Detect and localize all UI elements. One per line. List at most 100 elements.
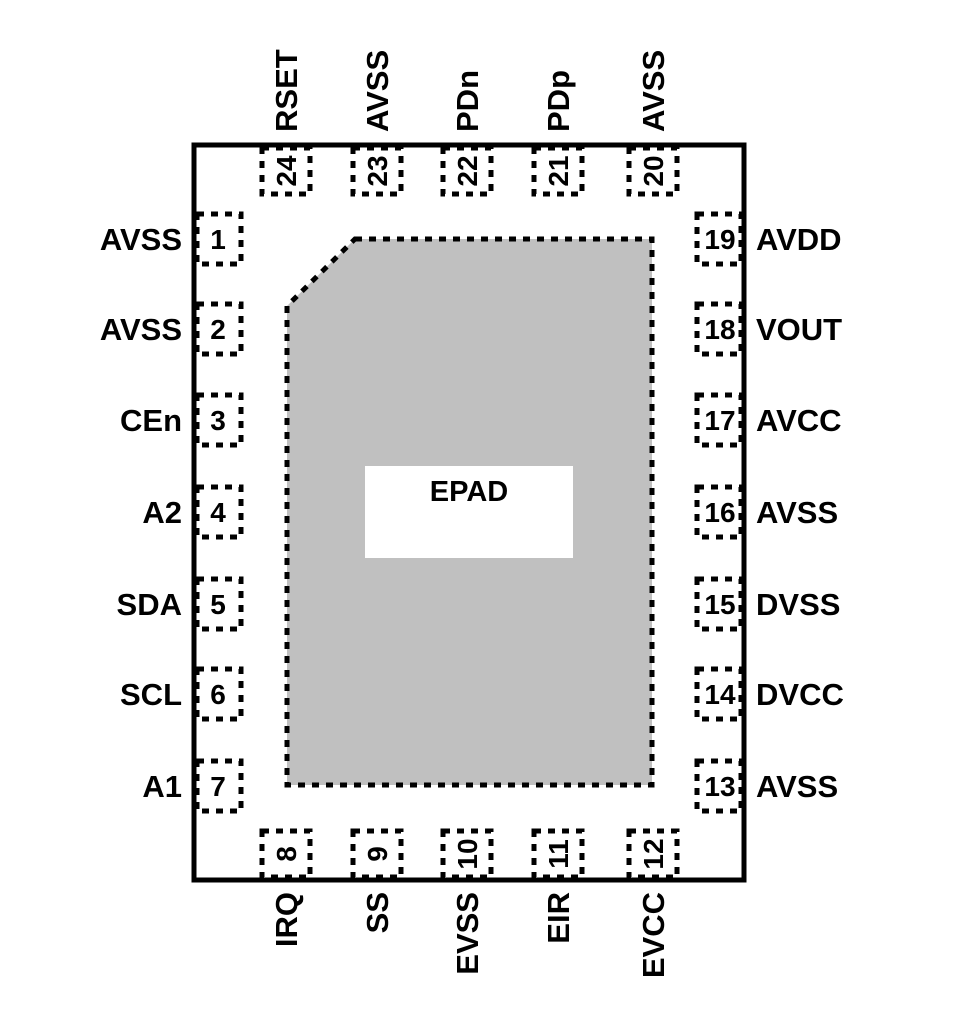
pin-24: 24 RSET <box>259 49 313 197</box>
pin-name: RSET <box>269 49 304 132</box>
pin-1: 1 AVSS <box>100 211 244 267</box>
pin-20: 20 AVSS <box>626 50 680 197</box>
pin-pad <box>694 576 744 632</box>
pin-pad <box>531 145 585 197</box>
pin-number: 1 <box>210 224 226 255</box>
pin-name: AVSS <box>360 50 395 132</box>
pin-pad <box>259 828 313 880</box>
pin-number: 17 <box>704 405 735 436</box>
pin-18: 18 VOUT <box>694 301 842 357</box>
pin-name: EVCC <box>636 892 671 978</box>
pin-number: 11 <box>543 839 574 869</box>
pin-pad <box>694 301 744 357</box>
pin-6: 6 SCL <box>120 666 244 722</box>
epad-label-box <box>365 466 573 558</box>
pin-name: DVCC <box>756 677 844 712</box>
pin-19: 19 AVDD <box>694 211 842 267</box>
pin-22: 22 PDn <box>440 70 494 197</box>
pin-pad <box>694 666 744 722</box>
pin-number: 20 <box>638 155 669 186</box>
pin-23: 23 AVSS <box>350 50 404 197</box>
pin-number: 21 <box>543 155 574 186</box>
pin-pad <box>194 484 244 540</box>
pin-number: 12 <box>638 838 669 869</box>
pin-pad <box>194 392 244 448</box>
pin-number: 2 <box>210 314 226 345</box>
pin-3: 3 CEn <box>120 392 244 448</box>
pin-name: SDA <box>117 587 182 622</box>
pin-number: 18 <box>704 314 735 345</box>
epad-label: EPAD <box>430 476 508 508</box>
pin-17: 17 AVCC <box>694 392 842 448</box>
pin-2: 2 AVSS <box>100 301 244 357</box>
pin-name: SCL <box>120 677 182 712</box>
pin-pad <box>694 758 744 814</box>
pin-pad <box>694 211 744 267</box>
pin-number: 4 <box>210 497 226 528</box>
pin-pad <box>194 211 244 267</box>
pin-number: 15 <box>704 589 735 620</box>
pin-pad <box>626 828 680 880</box>
pin-name: CEn <box>120 403 182 438</box>
pin-pad <box>694 392 744 448</box>
pin-number: 3 <box>210 405 226 436</box>
pin-15: 15 DVSS <box>694 576 840 632</box>
pin-number: 7 <box>210 771 226 802</box>
pin-pad <box>259 145 313 197</box>
pin-7: 7 A1 <box>142 758 244 814</box>
pin-number: 22 <box>452 155 483 186</box>
pin-number: 10 <box>452 838 483 869</box>
pin-pad <box>626 145 680 197</box>
pin-pad <box>531 828 585 880</box>
pin-name: SS <box>360 892 395 933</box>
pin-pad <box>440 828 494 880</box>
pin-number: 24 <box>271 155 302 187</box>
pin-name: EVSS <box>450 892 485 975</box>
pin-16: 16 AVSS <box>694 484 838 540</box>
pin-number: 6 <box>210 679 226 710</box>
pin-pad <box>440 145 494 197</box>
pin-pad <box>194 576 244 632</box>
pin-number: 9 <box>362 846 393 862</box>
pin-13: 13 AVSS <box>694 758 838 814</box>
pin-pad <box>194 301 244 357</box>
pin-name: AVSS <box>756 769 838 804</box>
pin-number: 23 <box>362 155 393 186</box>
pin-name: AVSS <box>100 312 182 347</box>
pin-name: PDn <box>450 70 485 132</box>
pin-name: AVDD <box>756 222 842 257</box>
pin-number: 19 <box>704 224 735 255</box>
pin-name: AVSS <box>636 50 671 132</box>
pin-pad <box>194 758 244 814</box>
pin-name: DVSS <box>756 587 840 622</box>
pin-14: 14 DVCC <box>694 666 844 722</box>
pin-pad <box>350 145 404 197</box>
pin-number: 13 <box>704 771 735 802</box>
pin-name: A1 <box>142 769 182 804</box>
pin-pad <box>194 666 244 722</box>
pin-name: AVCC <box>756 403 842 438</box>
pin-5: 5 SDA <box>117 576 244 632</box>
pin-pad <box>350 828 404 880</box>
pin-name: PDp <box>541 70 576 132</box>
pin-name: EIR <box>541 892 576 944</box>
pin-name: AVSS <box>756 495 838 530</box>
pin-name: AVSS <box>100 222 182 257</box>
pin-number: 14 <box>704 679 736 710</box>
pin-21: 21 PDp <box>531 70 585 197</box>
pin-9: 9SS <box>350 828 404 933</box>
pin-number: 8 <box>271 846 302 862</box>
pin-name: VOUT <box>756 312 842 347</box>
pin-name: A2 <box>142 495 182 530</box>
pin-name: IRQ <box>269 892 304 947</box>
pin-number: 16 <box>704 497 735 528</box>
pin-pad <box>694 484 744 540</box>
pin-number: 5 <box>210 589 226 620</box>
pin-4: 4 A2 <box>142 484 244 540</box>
